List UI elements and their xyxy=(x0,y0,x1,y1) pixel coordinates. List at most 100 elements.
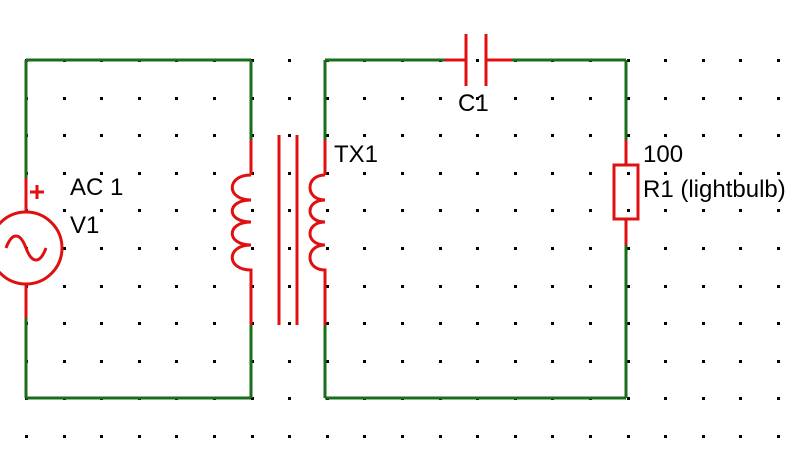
grid-dot xyxy=(213,209,216,212)
grid-dot xyxy=(777,397,780,400)
grid-dot xyxy=(514,285,517,288)
grid-dot xyxy=(213,247,216,250)
grid-dot xyxy=(326,360,329,363)
grid-dot xyxy=(288,247,291,250)
grid-dot xyxy=(551,134,554,137)
grid-dot xyxy=(213,285,216,288)
grid-dot xyxy=(401,172,404,175)
grid-dot xyxy=(138,285,141,288)
grid-dot xyxy=(363,172,366,175)
r1-name-label: R1 (lightbulb) xyxy=(643,176,786,203)
grid-dot xyxy=(363,435,366,438)
grid-dot xyxy=(551,97,554,100)
grid-dot xyxy=(175,322,178,325)
grid-dot xyxy=(739,397,742,400)
v1-name-label: V1 xyxy=(70,212,100,239)
grid-dot xyxy=(175,435,178,438)
grid-dot xyxy=(63,360,66,363)
grid-dot xyxy=(664,397,667,400)
grid-dot xyxy=(100,360,103,363)
grid-dot xyxy=(138,209,141,212)
grid-dot xyxy=(401,322,404,325)
grid-dot xyxy=(100,435,103,438)
grid-dot xyxy=(664,209,667,212)
grid-dot xyxy=(288,172,291,175)
grid-dot xyxy=(702,59,705,62)
grid-dot xyxy=(63,209,66,212)
grid-dot xyxy=(439,247,442,250)
grid-dot xyxy=(288,285,291,288)
grid-dot xyxy=(777,247,780,250)
right-loop-wires xyxy=(323,58,628,400)
grid-dot xyxy=(627,97,630,100)
grid-dot xyxy=(100,172,103,175)
grid-dot xyxy=(213,322,216,325)
grid-dot xyxy=(439,435,442,438)
grid-dot xyxy=(138,435,141,438)
grid-dot xyxy=(551,172,554,175)
transformer-symbol[interactable] xyxy=(230,135,327,325)
grid-dot xyxy=(326,97,329,100)
grid-dot xyxy=(326,134,329,137)
grid-dot xyxy=(288,360,291,363)
grid-dot xyxy=(476,134,479,137)
grid-dot xyxy=(551,322,554,325)
grid-dot xyxy=(664,285,667,288)
grid-dot xyxy=(288,435,291,438)
grid-dot xyxy=(63,247,66,250)
grid-dot xyxy=(589,322,592,325)
grid-dot xyxy=(100,322,103,325)
grid-dot xyxy=(739,247,742,250)
grid-dot xyxy=(251,435,254,438)
grid-dot xyxy=(326,172,329,175)
grid-dot xyxy=(739,322,742,325)
grid-dot xyxy=(589,134,592,137)
grid-dot xyxy=(100,134,103,137)
grid-dot xyxy=(514,435,517,438)
grid-dot xyxy=(326,285,329,288)
capacitor-symbol[interactable] xyxy=(445,34,512,86)
grid-dot xyxy=(288,97,291,100)
grid-dot xyxy=(702,360,705,363)
grid-dot xyxy=(213,435,216,438)
grid-dot xyxy=(363,322,366,325)
grid-dot xyxy=(514,247,517,250)
grid-dot xyxy=(326,209,329,212)
grid-dot xyxy=(288,134,291,137)
grid-dot xyxy=(288,59,291,62)
grid-dot xyxy=(514,134,517,137)
grid-dot xyxy=(138,172,141,175)
grid-dot xyxy=(739,209,742,212)
grid-dot xyxy=(175,209,178,212)
grid-dot xyxy=(739,134,742,137)
grid-dot xyxy=(439,209,442,212)
grid-dot xyxy=(777,209,780,212)
grid-dot xyxy=(138,134,141,137)
grid-dot xyxy=(664,322,667,325)
grid-dot xyxy=(100,209,103,212)
grid-dot xyxy=(702,97,705,100)
grid-dot xyxy=(326,322,329,325)
grid-dot xyxy=(589,360,592,363)
resistor-symbol[interactable] xyxy=(612,140,640,245)
grid-dot xyxy=(100,285,103,288)
grid-dot xyxy=(363,360,366,363)
grid-dot xyxy=(251,209,254,212)
grid-dot xyxy=(363,285,366,288)
grid-dot xyxy=(401,360,404,363)
grid-dot xyxy=(476,322,479,325)
grid-dot xyxy=(702,285,705,288)
grid-dot xyxy=(627,134,630,137)
grid-dot xyxy=(777,285,780,288)
grid-dot xyxy=(213,134,216,137)
grid-dot xyxy=(627,172,630,175)
grid-dot xyxy=(664,360,667,363)
tx1-name-label: TX1 xyxy=(334,141,379,168)
grid-dot xyxy=(439,285,442,288)
grid-dot xyxy=(777,435,780,438)
grid-dot xyxy=(288,397,291,400)
ac-voltage-source-symbol[interactable] xyxy=(0,178,64,318)
grid-dot xyxy=(213,97,216,100)
grid-dot xyxy=(551,209,554,212)
grid-dot xyxy=(777,172,780,175)
